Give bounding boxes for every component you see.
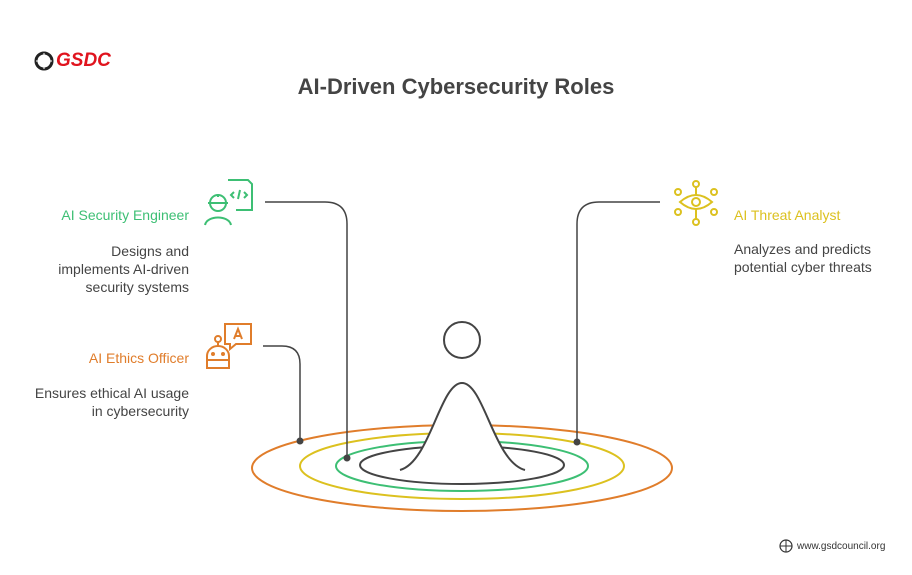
desc-line: implements AI-driven [58,261,189,277]
role-title-ethics: AI Ethics Officer [88,350,189,366]
footer: www.gsdcouncil.org [779,539,885,553]
globe-icon [34,51,54,71]
engineer-code-icon [204,179,253,226]
role-desc-ethics: Ensures ethical AI usage in cybersecurit… [35,384,189,420]
connector-analyst [576,201,660,442]
role-desc-engineer: Designs and implements AI-driven securit… [58,242,189,296]
desc-line: potential cyber threats [734,259,872,275]
desc-line: Designs and [111,243,189,259]
desc-line: in cybersecurity [91,403,189,419]
role-desc-analyst: Analyzes and predicts potential cyber th… [734,240,872,276]
desc-line: Ensures ethical AI usage [34,385,189,401]
connector-engineer [265,201,348,458]
bell-curve [399,381,526,471]
desc-line: security systems [85,279,189,295]
eye-network-icon [674,180,718,226]
role-title-analyst: AI Threat Analyst [734,207,841,223]
robot-chat-icon [206,323,252,369]
logo-text: GSDC [56,50,111,71]
gsdc-logo: GSDC [34,50,111,72]
page-title: AI-Driven Cybersecurity Roles [297,74,615,99]
role-title-engineer: AI Security Engineer [61,207,189,223]
desc-line: Analyzes and predicts [734,241,871,257]
globe-icon [779,539,793,553]
person-head [443,321,481,359]
footer-url[interactable]: www.gsdcouncil.org [797,540,886,552]
connector-ethics [263,345,301,441]
